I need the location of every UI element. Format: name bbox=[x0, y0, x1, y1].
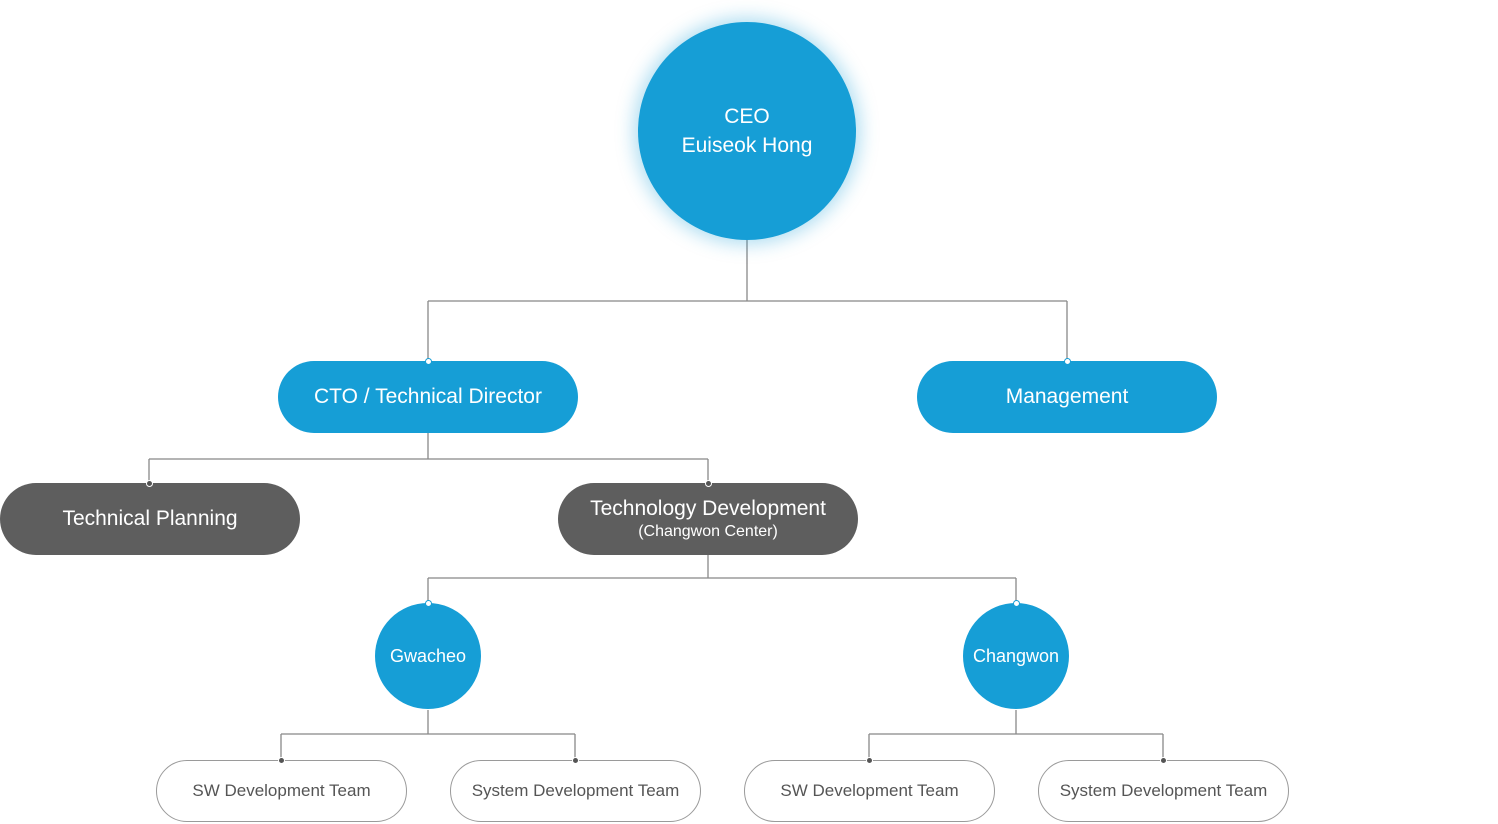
connector-dot bbox=[704, 479, 712, 487]
connector-dot bbox=[424, 357, 432, 365]
ceo-connector bbox=[427, 240, 1068, 361]
changwon-connector bbox=[868, 710, 1164, 760]
changwon-sw-team-node: SW Development Team bbox=[744, 760, 995, 822]
technical-planning-label: Technical Planning bbox=[62, 507, 238, 530]
gwacheon-node: Gwacheo bbox=[375, 603, 481, 709]
gwacheon-sw-team-node: SW Development Team bbox=[156, 760, 407, 822]
connector-dot bbox=[865, 756, 873, 764]
connector-dot bbox=[571, 756, 579, 764]
gwacheon-sw-team-label: SW Development Team bbox=[192, 781, 371, 800]
connector-dot bbox=[424, 599, 432, 607]
gwacheon-system-team-label: System Development Team bbox=[471, 781, 680, 800]
changwon-system-team-label: System Development Team bbox=[1059, 781, 1268, 800]
gwacheon-system-team-node: System Development Team bbox=[450, 760, 701, 822]
management-node: Management bbox=[917, 361, 1217, 433]
connector-dot bbox=[1012, 599, 1020, 607]
connector-dot bbox=[277, 756, 285, 764]
gwacheon-connector bbox=[280, 710, 576, 760]
changwon-sw-team-label: SW Development Team bbox=[780, 781, 959, 800]
ceo-name: Euiseok Hong bbox=[681, 134, 813, 157]
changwon-node: Changwon bbox=[963, 603, 1069, 709]
cto-label: CTO / Technical Director bbox=[314, 385, 542, 408]
technology-development-title: Technology Development bbox=[590, 497, 826, 520]
connector-dot bbox=[145, 479, 153, 487]
technology-development-subtitle: (Changwon Center) bbox=[638, 523, 778, 540]
technical-planning-node: Technical Planning bbox=[0, 483, 300, 555]
changwon-system-team-node: System Development Team bbox=[1038, 760, 1289, 822]
ceo-title: CEO bbox=[724, 105, 770, 128]
management-label: Management bbox=[1005, 385, 1129, 408]
technology-development-node: Technology Development (Changwon Center) bbox=[558, 483, 858, 555]
ceo-node: CEO Euiseok Hong bbox=[638, 22, 856, 240]
connector-dot bbox=[1063, 357, 1071, 365]
techdev-connector bbox=[427, 555, 1017, 603]
cto-node: CTO / Technical Director bbox=[278, 361, 578, 433]
cto-connector bbox=[148, 433, 709, 483]
gwacheon-label: Gwacheo bbox=[389, 645, 467, 666]
connector-dot bbox=[1159, 756, 1167, 764]
changwon-label: Changwon bbox=[972, 645, 1060, 666]
